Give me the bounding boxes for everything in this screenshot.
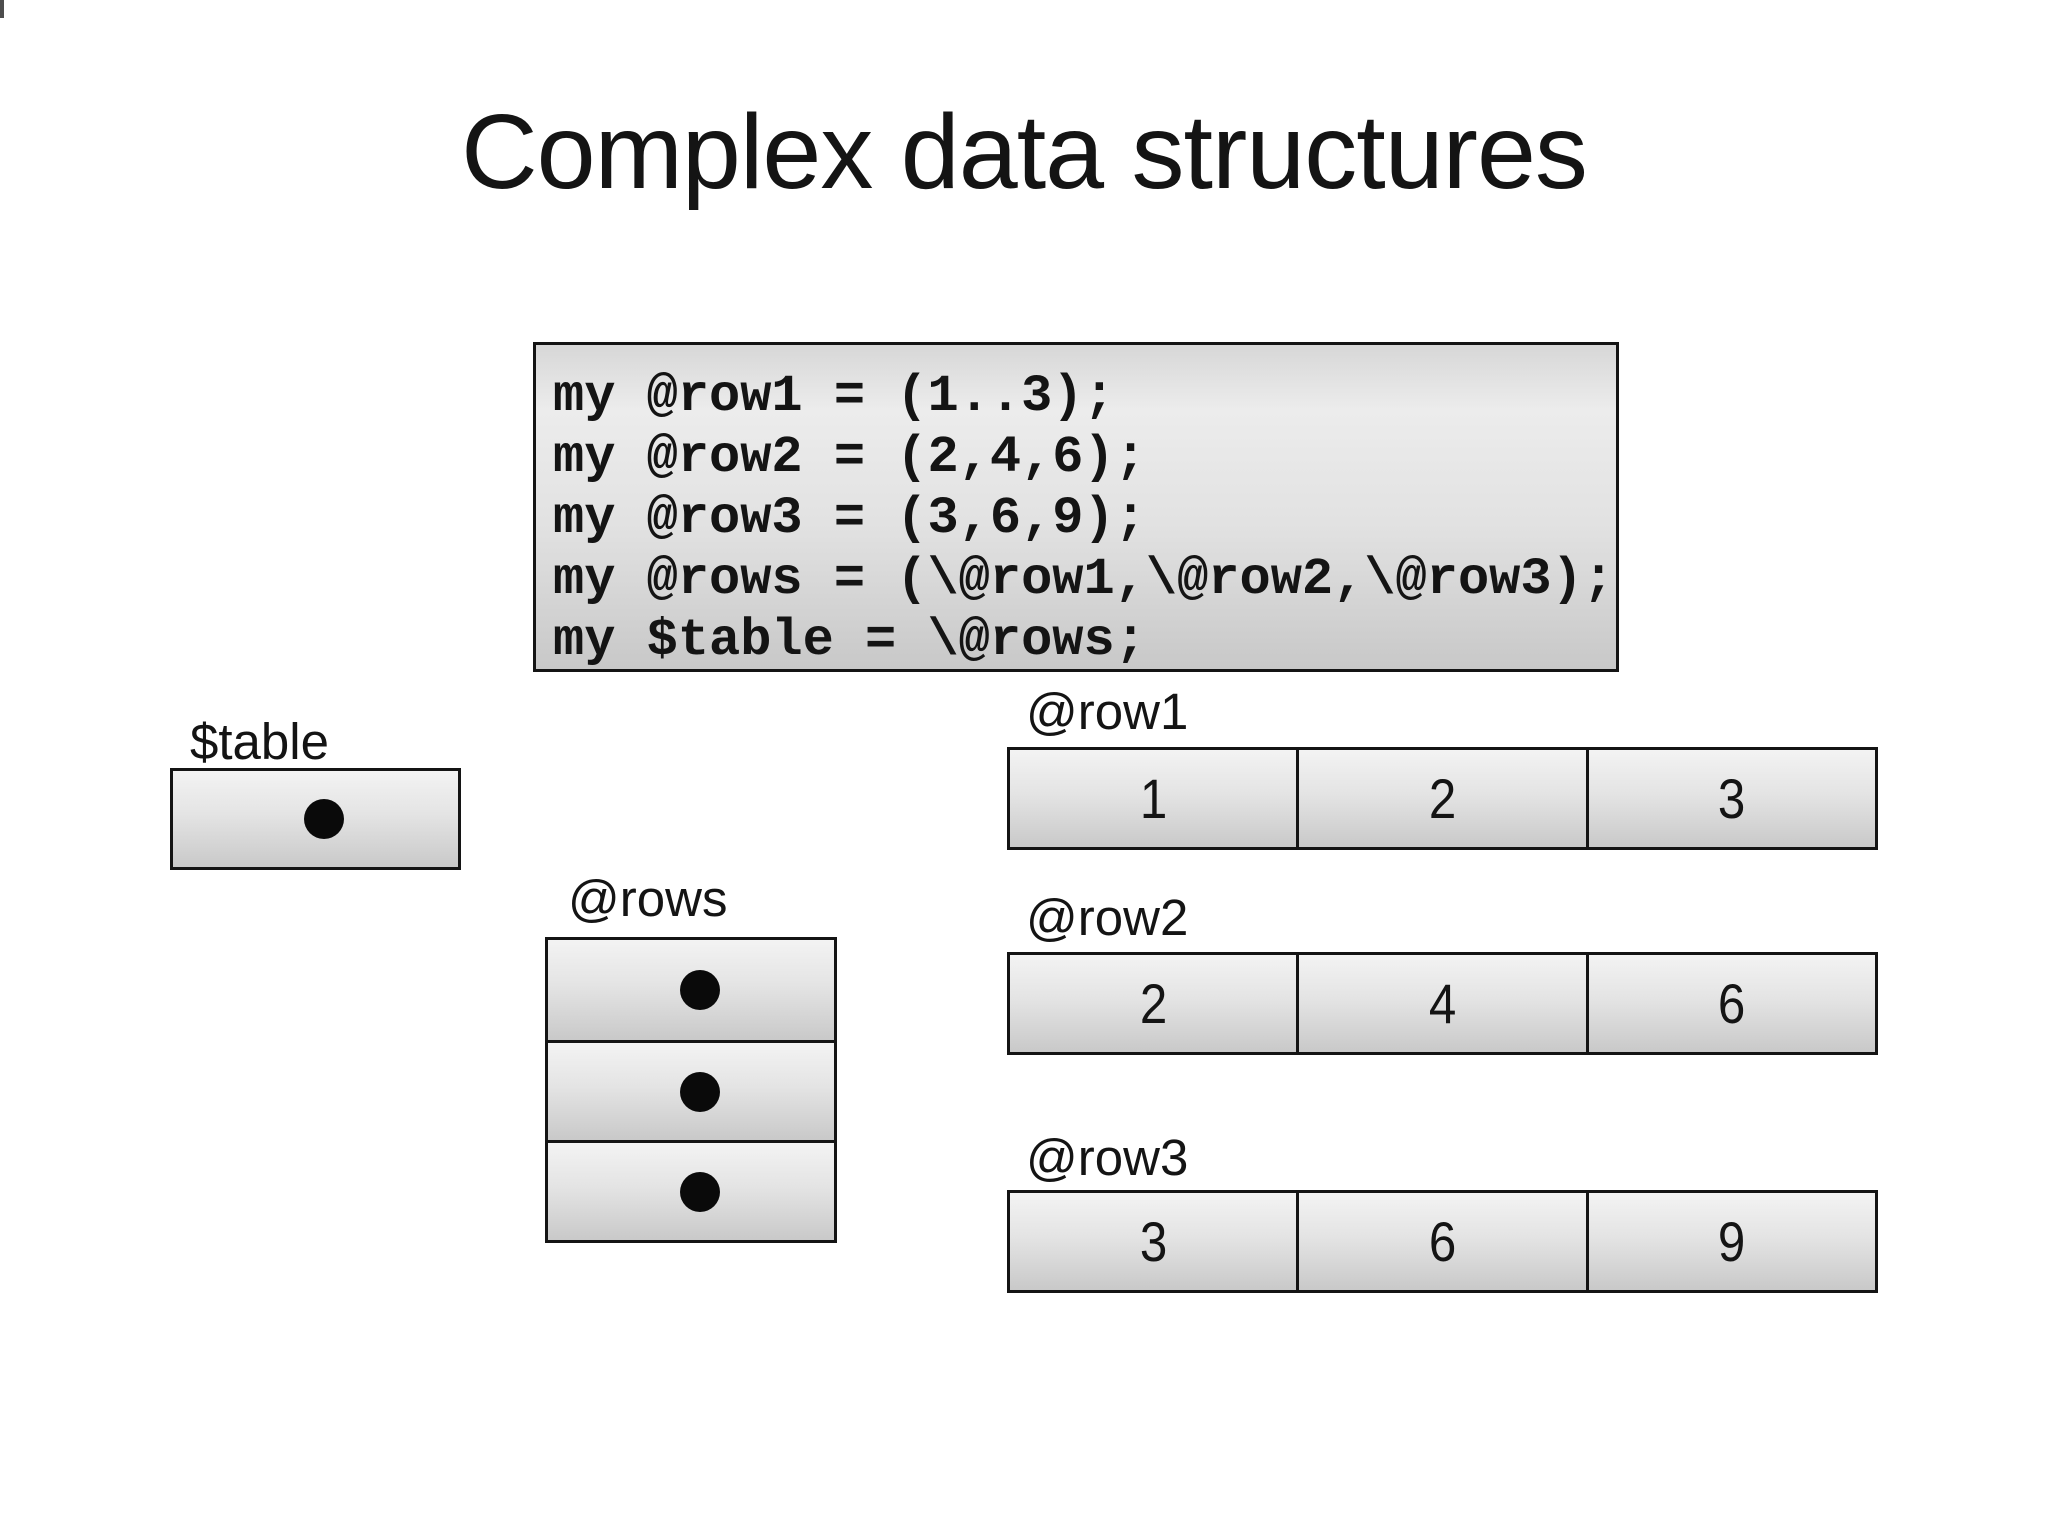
array-cell: 4 [1296,955,1586,1052]
array-cell: 9 [1585,1193,1875,1290]
cell-value: 4 [1428,972,1457,1035]
pointer-cell [548,1040,834,1140]
code-line: my @row1 = (1..3); [553,367,1115,426]
code-line: my @row2 = (2,4,6); [553,428,1146,487]
code-line: my @rows = (\@row1,\@row2,\@row3); [553,550,1614,609]
cell-value: 9 [1718,1210,1746,1273]
array-cell: 1 [1010,750,1297,847]
cell-value: 6 [1428,1210,1457,1273]
perl-code-box: my @row1 = (1..3); my @row2 = (2,4,6); m… [533,342,1619,672]
reference-dot-icon [679,1171,720,1212]
code-line: my @row3 = (3,6,9); [553,489,1146,548]
table-var-label: $table [190,713,329,770]
cell-value: 3 [1139,1210,1167,1273]
reference-dot-icon [679,970,720,1010]
array-cell: 3 [1010,1193,1297,1290]
pointer-cell [548,1140,834,1240]
code-line: my $table = \@rows; [553,611,1146,670]
reference-dot-icon [304,799,345,839]
row3-array: 3 6 9 [1007,1190,1878,1293]
cell-value: 2 [1428,767,1457,830]
reference-dot-icon [679,1071,720,1112]
pointer-cell [548,940,834,1040]
cell-value: 1 [1139,767,1167,830]
array-cell: 2 [1010,955,1297,1052]
row2-array: 2 4 6 [1007,952,1878,1055]
row2-var-label: @row2 [1026,889,1189,946]
row3-var-label: @row3 [1026,1129,1189,1186]
array-cell: 6 [1585,955,1875,1052]
table-scalar-box [170,768,461,870]
row1-array: 1 2 3 [1007,747,1878,850]
rows-pointer-stack [545,937,837,1243]
row1-var-label: @row1 [1026,683,1189,740]
rows-var-label: @rows [568,870,728,927]
array-cell: 2 [1296,750,1586,847]
cell-value: 6 [1718,972,1746,1035]
slide-title: Complex data structures [461,93,1588,211]
array-cell: 3 [1585,750,1875,847]
screen-edge-artifact [0,0,4,18]
cell-value: 3 [1718,767,1746,830]
array-cell: 6 [1296,1193,1586,1290]
cell-value: 2 [1139,972,1167,1035]
